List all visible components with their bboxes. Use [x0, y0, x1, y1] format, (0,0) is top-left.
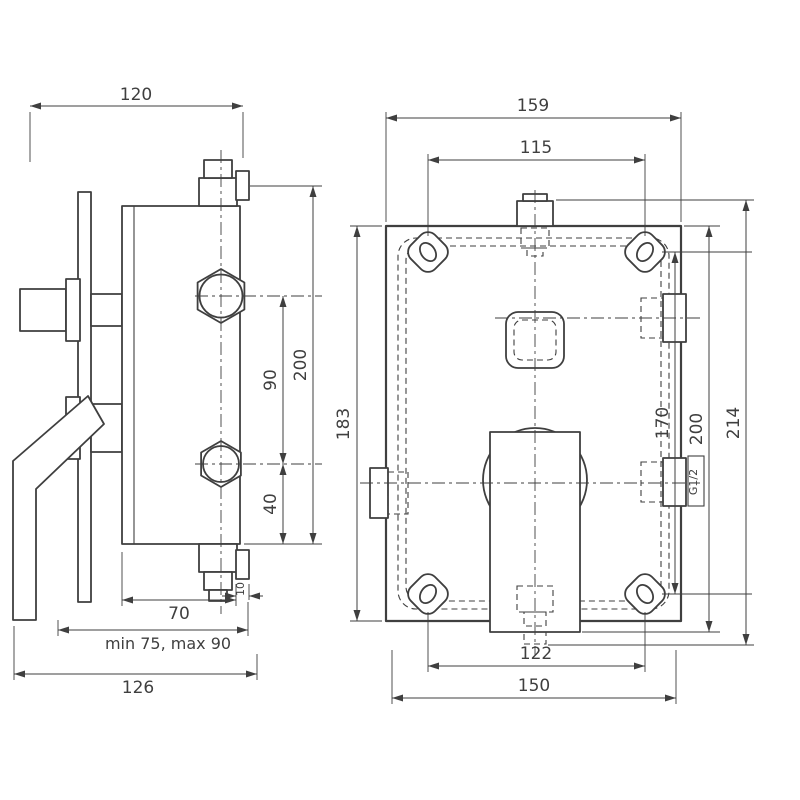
side-view: 120 200 90 40 70 10 min 75, max: [12, 85, 322, 698]
dimensions-front: 159 115 183 170 200 214: [334, 96, 754, 704]
inlet-tab-right-lower: [640, 457, 687, 507]
dim-label-width-top: 120: [120, 85, 152, 105]
valve-body: [121, 205, 241, 545]
dim-label-height-with-handle: 200: [687, 413, 707, 445]
center-lines-side: [195, 150, 322, 614]
dim-label-lower-offset: 40: [261, 493, 281, 515]
mounting-ear-bottom-left: [407, 573, 449, 615]
dim-label-total-height: 214: [724, 407, 744, 439]
dim-label-handle-spacing: 122: [520, 644, 552, 664]
dim-label-hole-spacing-vertical: 170: [653, 407, 673, 439]
dim-label-box-width: 159: [517, 96, 549, 116]
bottom-connector: [198, 543, 250, 602]
dim-label-plate-thickness: 10: [234, 582, 247, 596]
dim-label-total-depth: 126: [122, 678, 154, 698]
dim-label-depth-range: min 75, max 90: [105, 634, 231, 653]
lever-handle: [12, 395, 105, 621]
mounting-ear-top-left: [407, 231, 449, 273]
dim-label-hole-spacing-horizontal: 115: [520, 138, 552, 158]
dim-label-box-height: 183: [334, 408, 354, 440]
top-connector: [198, 159, 250, 207]
inlet-tab-left: [369, 467, 409, 519]
dim-label-thread-size: G1/2: [687, 469, 700, 495]
thread-callout: G1/2: [687, 455, 705, 507]
dimensions-side: 120 200 90 40 70 10 min 75, max: [13, 85, 322, 698]
center-lines-front: [360, 190, 700, 656]
supply-pipe: [19, 278, 123, 342]
mounting-ear-top-right: [624, 231, 666, 273]
dim-label-base-width: 150: [518, 676, 550, 696]
dim-label-port-spacing: 90: [261, 369, 281, 391]
dim-label-body-height: 200: [291, 349, 311, 381]
front-view: G1/2 159 115 183 1: [334, 96, 754, 704]
dim-label-body-depth: 70: [168, 604, 190, 624]
mounting-ear-bottom-right: [624, 573, 666, 615]
